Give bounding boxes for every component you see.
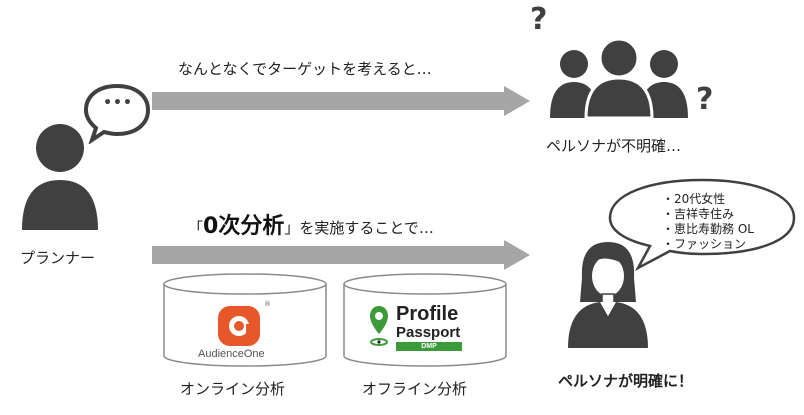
bottom-arrow-label: 「0次分析」を実施することで… xyxy=(188,208,434,240)
planner-icon xyxy=(22,124,98,230)
audienceone-logo-icon xyxy=(218,306,260,346)
group-people-icon xyxy=(550,37,688,118)
persona-trait: ・20代女性 xyxy=(662,192,726,206)
top-arrow xyxy=(152,86,530,116)
persona-traits-list: ・20代女性 ・吉祥寺住み ・恵比寿勤務 OL ・ファッション xyxy=(662,192,754,252)
online-analysis-caption: オンライン分析 xyxy=(180,380,286,398)
speech-bubble-icon xyxy=(83,83,151,144)
offline-analysis-caption: オフライン分析 xyxy=(362,380,468,398)
headline-rest: を実施することで… xyxy=(299,219,434,237)
persona-trait: ・恵比寿勤務 OL xyxy=(662,222,754,236)
woman-persona-icon xyxy=(568,242,648,348)
registered-mark: ® xyxy=(264,300,271,308)
open-bracket: 「 xyxy=(188,219,204,237)
top-arrow-label: なんとなくでターゲットを考えると… xyxy=(178,60,432,78)
zero-analysis-highlight: 0次分析 xyxy=(203,214,285,239)
bottom-result-label: ペルソナが明確に！ xyxy=(558,372,694,390)
planner-label: プランナー xyxy=(20,249,96,267)
persona-callout-bubble xyxy=(608,178,796,272)
offline-database-cylinder xyxy=(343,273,507,367)
persona-trait: ・吉祥寺住み xyxy=(662,207,735,221)
question-mark-1: ? xyxy=(530,2,548,37)
bottom-arrow xyxy=(152,240,530,270)
persona-trait: ・ファッション xyxy=(662,237,747,251)
speech-dots: ••• xyxy=(103,95,133,111)
map-pin-icon xyxy=(370,306,388,346)
audienceone-brand: AudienceOne xyxy=(198,348,265,360)
question-mark-2: ? xyxy=(696,82,714,117)
top-result-label: ペルソナが不明確… xyxy=(546,137,682,155)
close-bracket: 」 xyxy=(284,219,300,237)
profile-passport-line2: Passport xyxy=(396,324,461,341)
dmp-badge: DMP xyxy=(396,342,462,351)
profile-passport-line1: Profile xyxy=(396,303,459,325)
